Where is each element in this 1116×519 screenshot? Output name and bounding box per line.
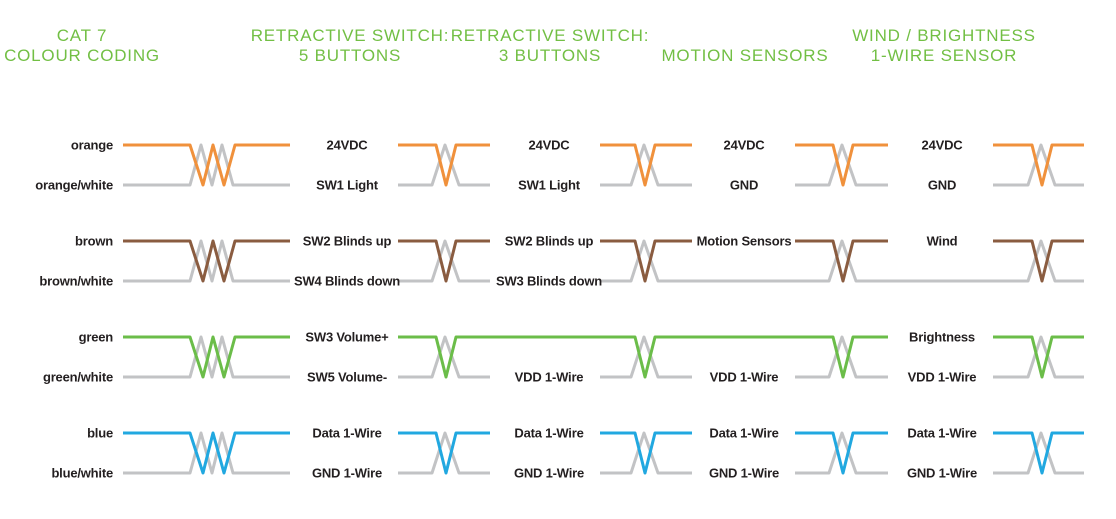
- pin-label: VDD 1-Wire: [907, 369, 977, 385]
- header-cat7-colour-coding: CAT 7 COLOUR CODING: [4, 26, 160, 66]
- green-white-stripe-wire: [795, 335, 888, 379]
- header-line: WIND / BRIGHTNESS: [852, 26, 1036, 45]
- pin-label: SW1 Light: [518, 177, 580, 193]
- header-line: RETRACTIVE SWITCH:: [250, 26, 450, 45]
- pin-label: GND 1-Wire: [906, 465, 978, 481]
- pin-label: SW2 Blinds up: [302, 233, 392, 249]
- pin-label: SW4 Blinds down: [293, 273, 401, 289]
- orange-white-stripe-wire: [600, 143, 692, 187]
- brown-solid-wire: [123, 239, 290, 283]
- blue-solid-wire: [123, 431, 290, 475]
- header-motion-sensors: MOTION SENSORS: [661, 26, 828, 66]
- brown-solid-wire: [795, 239, 888, 283]
- orange-white-stripe-wire: [993, 143, 1084, 187]
- blue-solid-wire: [398, 431, 490, 475]
- pin-label: Wind: [926, 233, 958, 249]
- orange-solid-wire: [123, 143, 290, 187]
- green-solid-wire: [398, 335, 888, 379]
- pin-label: GND 1-Wire: [513, 465, 585, 481]
- orange-solid-wire: [600, 143, 692, 187]
- pin-label: SW5 Volume-: [307, 369, 387, 385]
- green-white-stripe-wire: [123, 335, 290, 379]
- header-line: 3 BUTTONS: [498, 46, 602, 65]
- pin-label: Data 1-Wire: [709, 425, 779, 441]
- green-white-stripe-wire: [993, 335, 1084, 379]
- orange-solid-wire: [795, 143, 888, 187]
- green-solid-wire: [123, 335, 290, 379]
- pin-label: GND: [927, 177, 957, 193]
- wire-name-green-white: green/white: [42, 369, 113, 385]
- blue-white-stripe-wire: [993, 431, 1084, 475]
- brown-solid-wire: [993, 239, 1084, 283]
- pin-label: Data 1-Wire: [312, 425, 382, 441]
- header-retractive-switch-5: RETRACTIVE SWITCH: 5 BUTTONS: [251, 26, 450, 66]
- wire-name-blue-white: blue/white: [51, 465, 113, 481]
- pin-label: SW3 Volume+: [305, 329, 389, 345]
- header-line: 1-WIRE SENSOR: [870, 46, 1018, 65]
- header-line: RETRACTIVE SWITCH:: [450, 26, 650, 45]
- brown-white-stripe-wire: [123, 239, 290, 283]
- header-line: 5 BUTTONS: [298, 46, 402, 65]
- pin-label: GND 1-Wire: [708, 465, 780, 481]
- header-line: CAT 7: [56, 26, 108, 45]
- pin-label: SW3 Blinds down: [495, 273, 603, 289]
- blue-white-stripe-wire: [398, 431, 490, 475]
- brown-white-stripe-wire: [398, 239, 490, 283]
- orange-white-stripe-wire: [398, 143, 490, 187]
- header-line: MOTION SENSORS: [661, 46, 829, 65]
- brown-white-stripe-wire: [600, 239, 1084, 283]
- wire-name-green: green: [78, 329, 114, 345]
- pin-label: Motion Sensors: [696, 233, 792, 249]
- pin-label: Data 1-Wire: [907, 425, 977, 441]
- orange-solid-wire: [993, 143, 1084, 187]
- pin-label: 24VDC: [723, 137, 765, 153]
- header-retractive-switch-3: RETRACTIVE SWITCH: 3 BUTTONS: [451, 26, 650, 66]
- pin-label: VDD 1-Wire: [709, 369, 779, 385]
- blue-solid-wire: [993, 431, 1084, 475]
- pin-label: VDD 1-Wire: [514, 369, 584, 385]
- blue-white-stripe-wire: [795, 431, 888, 475]
- wire-name-brown-white: brown/white: [39, 273, 113, 289]
- orange-white-stripe-wire: [123, 143, 290, 187]
- blue-white-stripe-wire: [600, 431, 692, 475]
- green-white-stripe-wire: [398, 335, 490, 379]
- pin-label: SW2 Blinds up: [504, 233, 594, 249]
- brown-solid-wire: [600, 239, 692, 283]
- orange-solid-wire: [398, 143, 490, 187]
- pin-label: GND: [729, 177, 759, 193]
- header-line: [661, 26, 828, 46]
- pin-label: 24VDC: [326, 137, 368, 153]
- blue-solid-wire: [600, 431, 692, 475]
- blue-solid-wire: [795, 431, 888, 475]
- header-line: COLOUR CODING: [4, 46, 160, 65]
- green-solid-wire: [993, 335, 1084, 379]
- wire-name-orange-white: orange/white: [35, 177, 113, 193]
- orange-white-stripe-wire: [795, 143, 888, 187]
- pin-label: 24VDC: [528, 137, 570, 153]
- pin-label: Brightness: [909, 329, 975, 345]
- wire-name-brown: brown: [75, 233, 113, 249]
- pin-label: 24VDC: [921, 137, 963, 153]
- pin-label: GND 1-Wire: [311, 465, 383, 481]
- header-wind-brightness: WIND / BRIGHTNESS 1-WIRE SENSOR: [852, 26, 1036, 66]
- green-white-stripe-wire: [600, 335, 692, 379]
- pin-label: SW1 Light: [316, 177, 378, 193]
- wire-name-orange: orange: [70, 137, 113, 153]
- brown-solid-wire: [398, 239, 490, 283]
- blue-white-stripe-wire: [123, 431, 290, 475]
- pin-label: Data 1-Wire: [514, 425, 584, 441]
- wire-name-blue: blue: [87, 425, 113, 441]
